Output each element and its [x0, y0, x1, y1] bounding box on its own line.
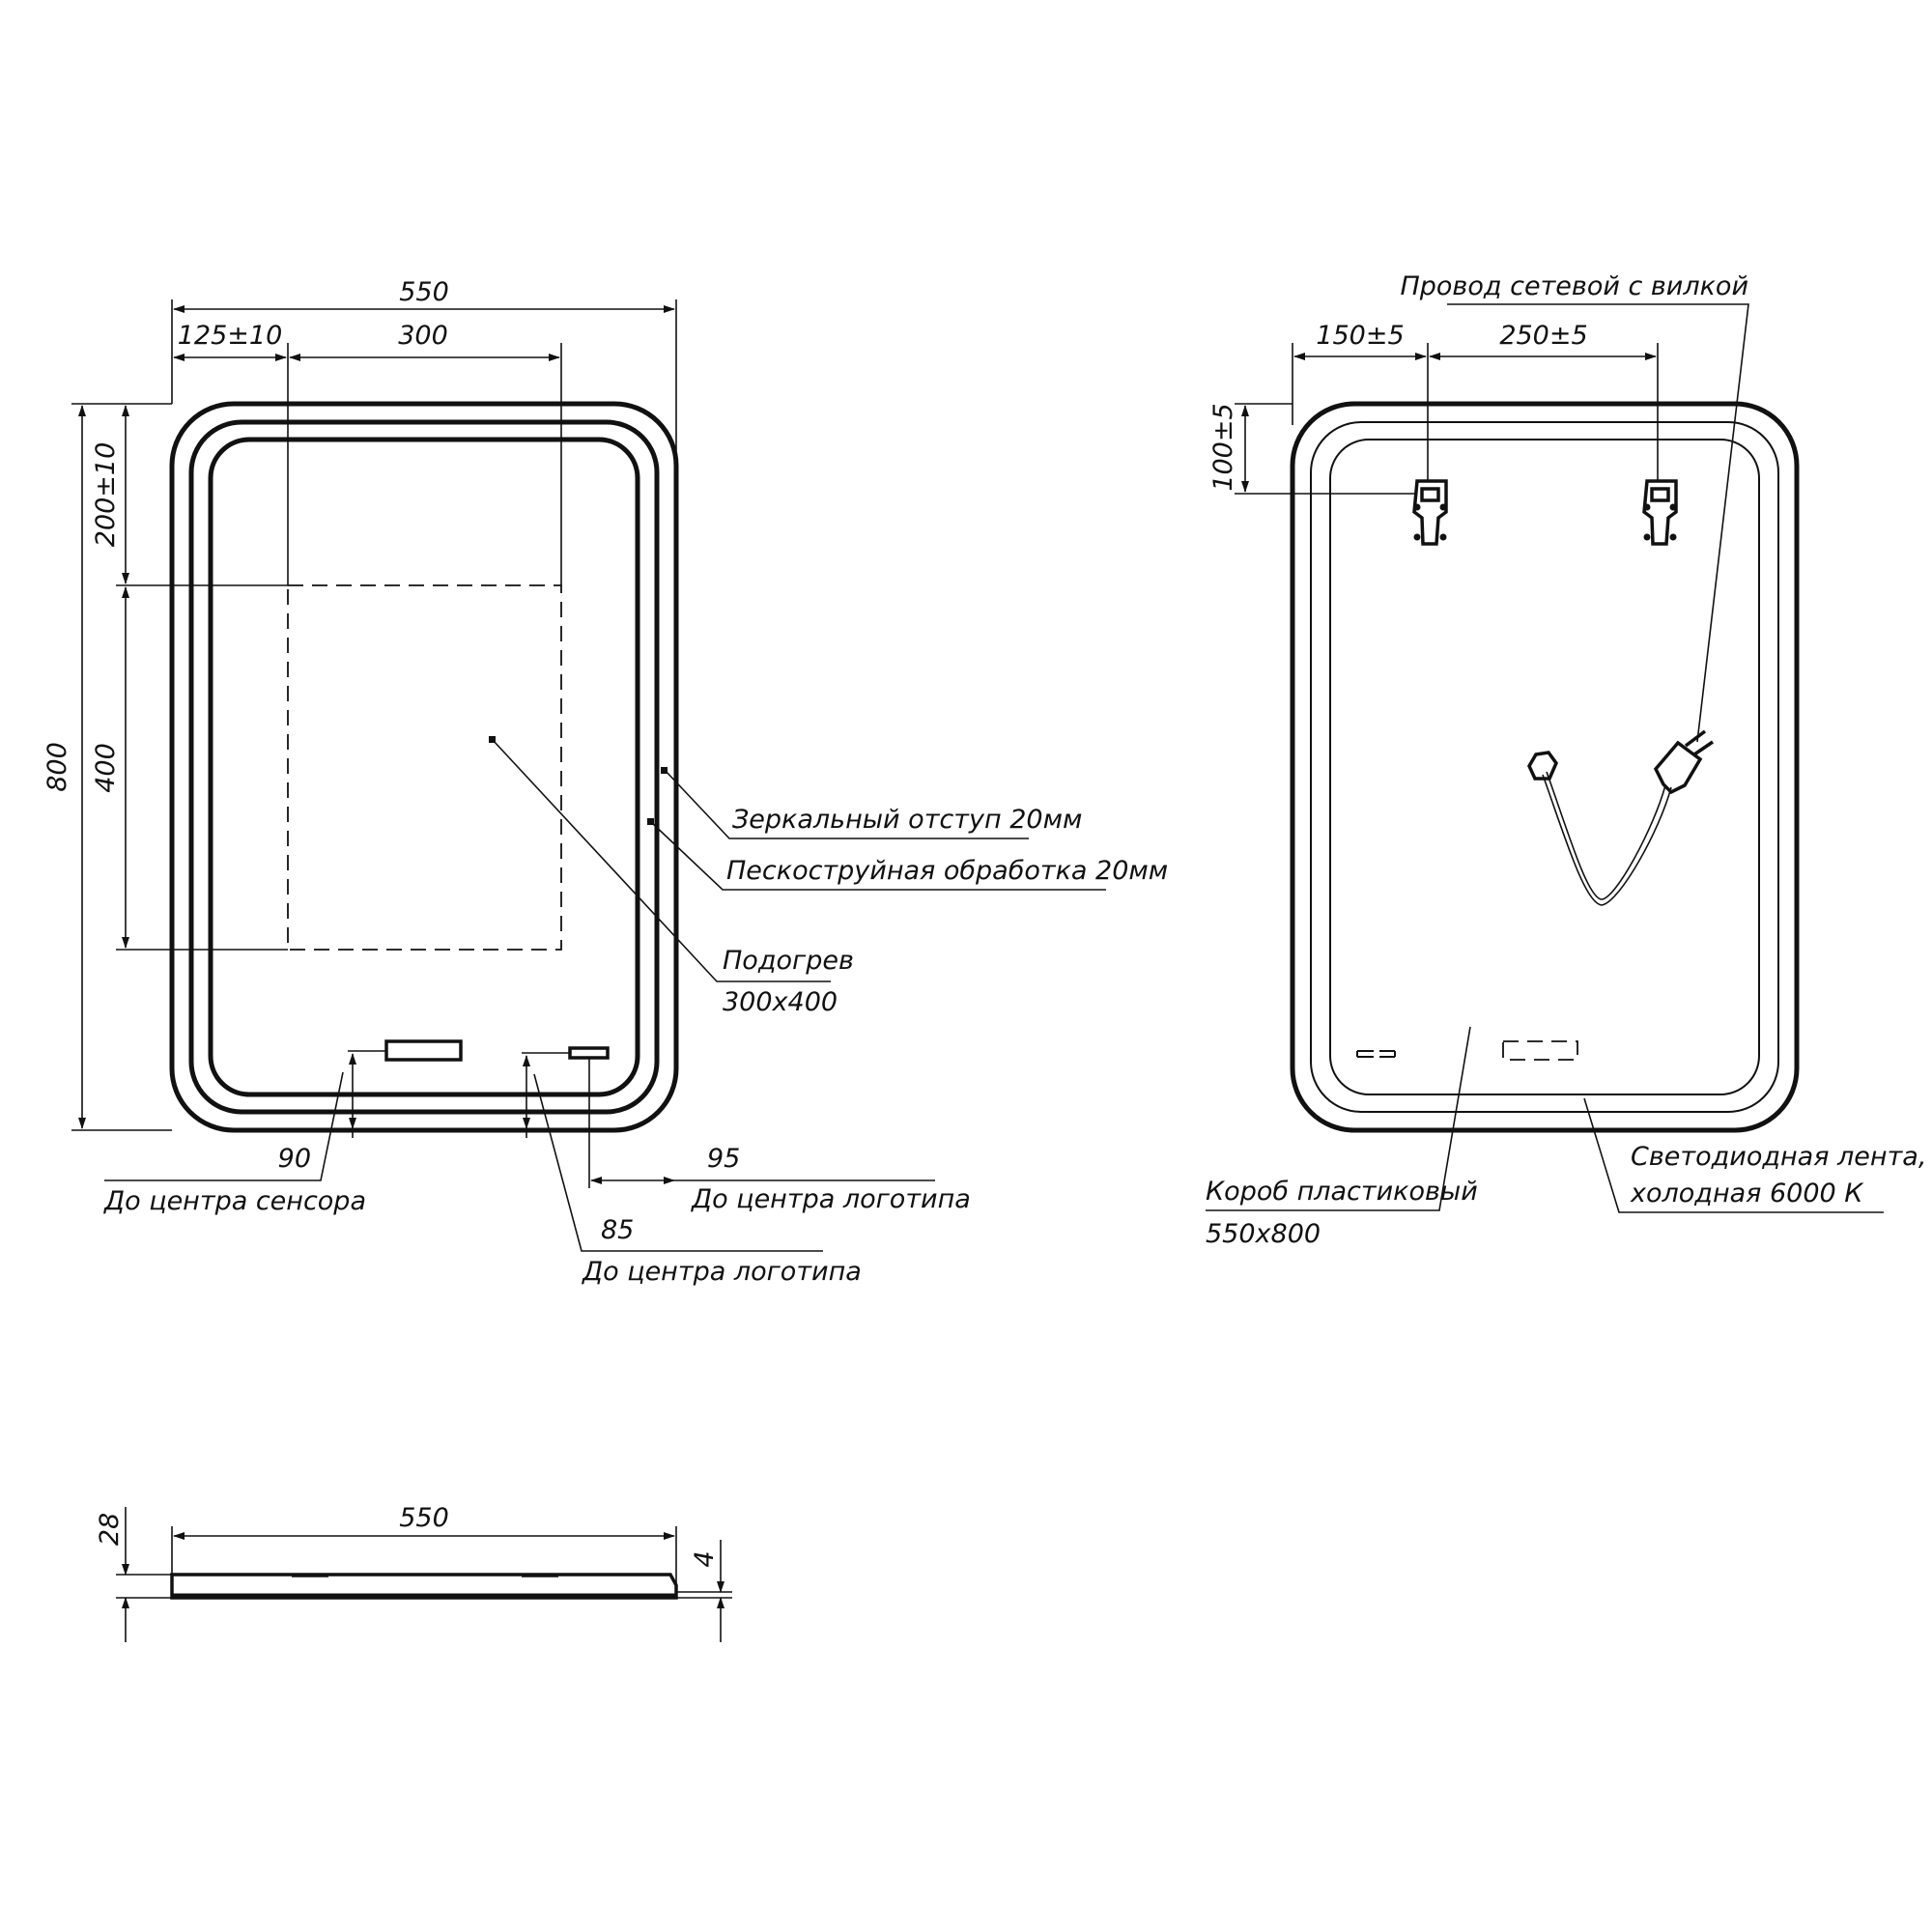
dim-sensor-distance: 90	[278, 1144, 311, 1174]
callout-heater-title: Подогрев	[723, 946, 854, 976]
led-strip-inner	[1329, 439, 1760, 1095]
label-logo-side: До центра логотипа	[691, 1184, 971, 1214]
callout-box-size: 550x800	[1206, 1219, 1321, 1249]
led-strip-outer	[1310, 421, 1779, 1113]
cable	[1542, 771, 1672, 906]
power-plug-icon	[1653, 740, 1703, 795]
dim-hook-offset-top: 100±5	[1208, 403, 1238, 491]
mirror-outer-edge	[169, 401, 679, 1133]
heater-center-point	[489, 736, 496, 743]
plastic-box-outer	[1290, 401, 1800, 1133]
callout-led-line2: холодная 6000 К	[1630, 1179, 1864, 1208]
label-logo-bottom: До центра логотипа	[582, 1257, 862, 1287]
callout-led-line1: Светодиодная лента,	[1631, 1142, 1926, 1172]
dim-offset-top: 200±10	[91, 442, 121, 548]
mirror-margin-edge	[188, 419, 660, 1115]
dim-hook-spacing: 250±5	[1499, 321, 1587, 351]
dim-side-depth: 28	[95, 1513, 125, 1546]
callout-cable: Провод сетевой с вилкой	[1400, 271, 1748, 301]
side-view: 550 28 4	[95, 1503, 732, 1642]
callout-sandblast: Пескоструйная обработка 20мм	[726, 856, 1168, 886]
sensor-rect	[384, 1039, 463, 1062]
dim-heater-width: 300	[398, 321, 448, 351]
dim-heater-height: 400	[91, 743, 121, 793]
dim-height-total: 800	[43, 742, 72, 792]
logo-rect	[568, 1046, 610, 1060]
sandblast-inner-edge	[208, 437, 640, 1097]
sensor-cutout-symbol	[1356, 1050, 1396, 1058]
callout-mirror-margin: Зеркальный отступ 20мм	[732, 805, 1082, 835]
hook-right	[1642, 479, 1678, 546]
dim-width-total: 550	[399, 277, 449, 307]
dim-side-width: 550	[399, 1503, 449, 1533]
label-sensor: До центра сенсора	[103, 1186, 366, 1216]
callout-box-title: Короб пластиковый	[1206, 1177, 1478, 1207]
logo-cutout-symbol	[1502, 1040, 1578, 1061]
dim-logo-side-distance: 95	[707, 1144, 740, 1174]
hook-left	[1412, 479, 1448, 546]
front-view: 550 125±10 300 800 200±10 400 Зеркальный…	[43, 277, 1168, 1287]
sandblast-dot	[647, 818, 654, 825]
dim-glass-thickness: 4	[690, 1550, 720, 1567]
callout-heater-size: 300x400	[723, 987, 838, 1017]
dim-offset-left: 125±10	[178, 321, 283, 351]
cable-connector-icon	[1527, 751, 1559, 781]
dim-hook-offset-left: 150±5	[1316, 321, 1404, 351]
heater-zone	[287, 584, 562, 951]
dim-logo-bottom-distance: 85	[601, 1215, 634, 1245]
back-view: 150±5 250±5 100±5 Провод сетевой с вилко…	[1206, 271, 1926, 1249]
